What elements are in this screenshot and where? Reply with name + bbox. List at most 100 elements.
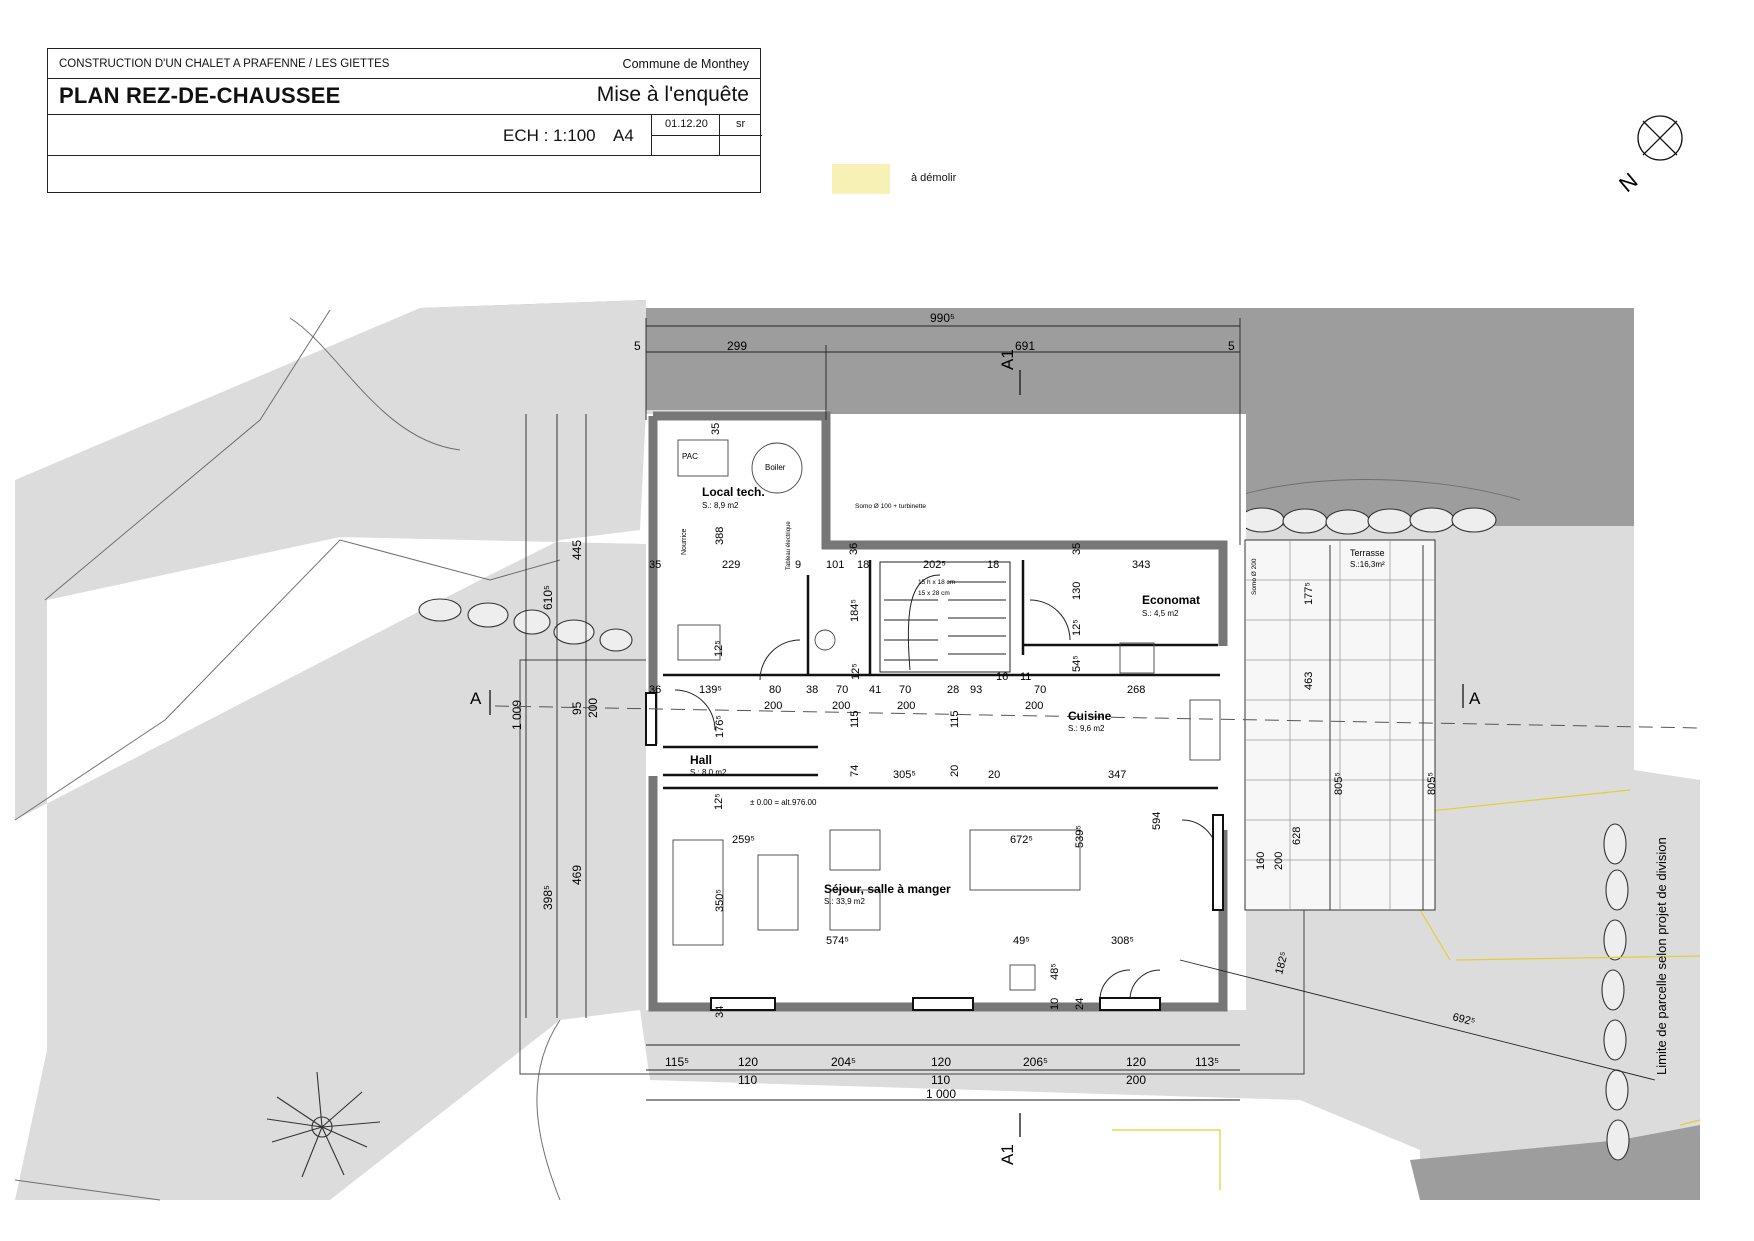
dim-t-805a: 805⁵ bbox=[1333, 772, 1345, 795]
dim-bottom-110a: 110 bbox=[738, 1073, 757, 1087]
dim-r-12a: 12⁵ bbox=[713, 640, 725, 657]
dim-r-54: 54⁵ bbox=[1071, 655, 1083, 672]
dim-r-18a: 18 bbox=[857, 559, 869, 571]
dim-t-177: 177⁵ bbox=[1303, 582, 1315, 605]
floor-area bbox=[646, 414, 1246, 1010]
room-surface-terrasse: S.:16,3m² bbox=[1350, 560, 1385, 569]
dim-r-184: 184⁵ bbox=[849, 599, 861, 622]
dim-bottom-120c: 120 bbox=[1126, 1055, 1146, 1069]
drawing-status: Mise à l'enquête bbox=[596, 83, 749, 106]
dim-r-49: 49⁵ bbox=[1013, 935, 1030, 947]
dim-r-308: 308⁵ bbox=[1111, 935, 1134, 947]
dim-r-200c: 200 bbox=[897, 700, 915, 712]
door-swings bbox=[674, 599, 1218, 1001]
dim-r-347: 347 bbox=[1108, 769, 1126, 781]
dim-t-182: 182⁵ bbox=[1273, 951, 1291, 976]
dim-r-305: 305⁵ bbox=[893, 769, 916, 781]
dim-r-539: 539⁵ bbox=[1074, 825, 1086, 848]
tree-symbol bbox=[266, 1071, 381, 1178]
drawing-scale: ECH : 1:100 bbox=[503, 126, 596, 145]
dim-t-463: 463 bbox=[1303, 672, 1315, 690]
dim-bottom-1000: 1 000 bbox=[926, 1087, 956, 1101]
dim-r-28: 28 bbox=[947, 684, 959, 696]
dim-r-35c: 35 bbox=[1071, 543, 1083, 555]
room-surface-cuisine: S.: 9,6 m2 bbox=[1068, 724, 1105, 733]
dim-r-93: 93 bbox=[970, 684, 982, 696]
north-arrow-icon bbox=[1637, 115, 1683, 161]
nourrice-label: Nourrice bbox=[681, 528, 688, 555]
drawing-author: sr bbox=[736, 118, 746, 130]
dim-r-36: 36 bbox=[848, 543, 860, 555]
dim-top-5-left: 5 bbox=[634, 339, 641, 353]
stairs-step-label: 15 x 28 cm bbox=[918, 590, 950, 597]
dim-bottom-110b: 110 bbox=[931, 1073, 950, 1087]
dim-bottom-200: 200 bbox=[1126, 1073, 1146, 1087]
dim-r-200b: 200 bbox=[832, 700, 850, 712]
section-a1-top: A1 bbox=[998, 349, 1017, 370]
windows bbox=[645, 692, 1224, 1011]
dim-r-115b: 115 bbox=[949, 710, 961, 728]
legend-swatch-demolish bbox=[832, 164, 890, 194]
dim-r-70b: 70 bbox=[899, 684, 911, 696]
dim-r-268: 268 bbox=[1127, 684, 1145, 696]
dim-left-95: 95 bbox=[570, 701, 584, 715]
dim-r-200d: 200 bbox=[1025, 700, 1043, 712]
dim-r-80: 80 bbox=[769, 684, 781, 696]
dim-t-160: 160 bbox=[1255, 852, 1267, 870]
dim-bottom-120a: 120 bbox=[738, 1055, 758, 1069]
room-name-economat: Economat bbox=[1142, 593, 1200, 607]
dim-r-16: 16 bbox=[996, 671, 1008, 683]
room-name-local-tech: Local tech. bbox=[702, 485, 765, 499]
dim-bottom-113: 113⁵ bbox=[1195, 1055, 1219, 1069]
dim-r-672: 672⁵ bbox=[1010, 834, 1033, 846]
dim-left-1009: 1 009 bbox=[510, 700, 524, 730]
dim-r-176: 176⁵ bbox=[714, 715, 726, 738]
dim-t-692: 692⁵ bbox=[1451, 1011, 1476, 1028]
dim-top-691: 691 bbox=[1015, 339, 1035, 353]
dim-r-202: 202⁵ bbox=[923, 559, 946, 571]
room-name-terrasse: Terrasse bbox=[1350, 548, 1385, 558]
title-block-row-title bbox=[48, 78, 760, 115]
legend-label-demolish: à démolir bbox=[911, 172, 957, 184]
dim-t-628: 628 bbox=[1291, 827, 1303, 845]
section-a1-bottom: A1 bbox=[998, 1144, 1017, 1165]
dim-r-41: 41 bbox=[869, 684, 881, 696]
title-block-row-project bbox=[48, 49, 760, 79]
dim-r-343: 343 bbox=[1132, 559, 1150, 571]
dim-r-11: 11 bbox=[1020, 671, 1031, 683]
room-name-hall: Hall bbox=[690, 753, 712, 767]
terrace-grid bbox=[1245, 540, 1435, 910]
boiler-label: Boiler bbox=[765, 463, 786, 472]
staircase bbox=[879, 561, 1011, 673]
dim-r-139: 139⁵ bbox=[699, 684, 722, 696]
paper-format: A4 bbox=[613, 126, 634, 145]
dim-top-299: 299 bbox=[727, 339, 747, 353]
dim-r-20a: 20 bbox=[949, 765, 961, 777]
dim-r-48: 48⁵ bbox=[1049, 963, 1061, 980]
dim-r-74: 74 bbox=[849, 765, 861, 777]
dim-r-574: 574⁵ bbox=[826, 935, 849, 947]
somo-200-label: Somo Ø 200 bbox=[1251, 558, 1258, 595]
dim-r-200a: 200 bbox=[764, 700, 782, 712]
dim-top-5-right: 5 bbox=[1228, 339, 1235, 353]
dim-r-34: 34 bbox=[714, 1006, 726, 1018]
room-surface-hall: S.: 8,0 m2 bbox=[690, 768, 727, 777]
dim-r-9: 9 bbox=[795, 559, 801, 571]
dim-t-200: 200 bbox=[1273, 852, 1285, 870]
dim-r-70c: 70 bbox=[1034, 684, 1046, 696]
dim-r-12d: 12⁵ bbox=[713, 793, 725, 810]
dim-left-469: 469 bbox=[570, 865, 584, 885]
stairs-label: 15 h x 18 cm bbox=[918, 579, 955, 586]
elevation-label: ± 0.00 = alt.976.00 bbox=[750, 798, 817, 807]
room-surface-local-tech: S.: 8,9 m2 bbox=[702, 501, 739, 510]
dim-r-350: 350⁵ bbox=[714, 889, 726, 912]
title-block-divider bbox=[651, 135, 762, 136]
dim-bottom-115: 115⁵ bbox=[665, 1055, 689, 1069]
parcel-note: Limite de parcelle selon projet de divis… bbox=[1654, 837, 1669, 1075]
dim-r-20b: 20 bbox=[988, 769, 1000, 781]
dim-r-115: 115 bbox=[849, 710, 861, 728]
dim-bottom-204: 204⁵ bbox=[831, 1055, 856, 1069]
dim-t-805b: 805⁵ bbox=[1426, 772, 1438, 795]
dim-r-101: 101 bbox=[826, 559, 844, 571]
stone-wall bbox=[418, 507, 1630, 1161]
